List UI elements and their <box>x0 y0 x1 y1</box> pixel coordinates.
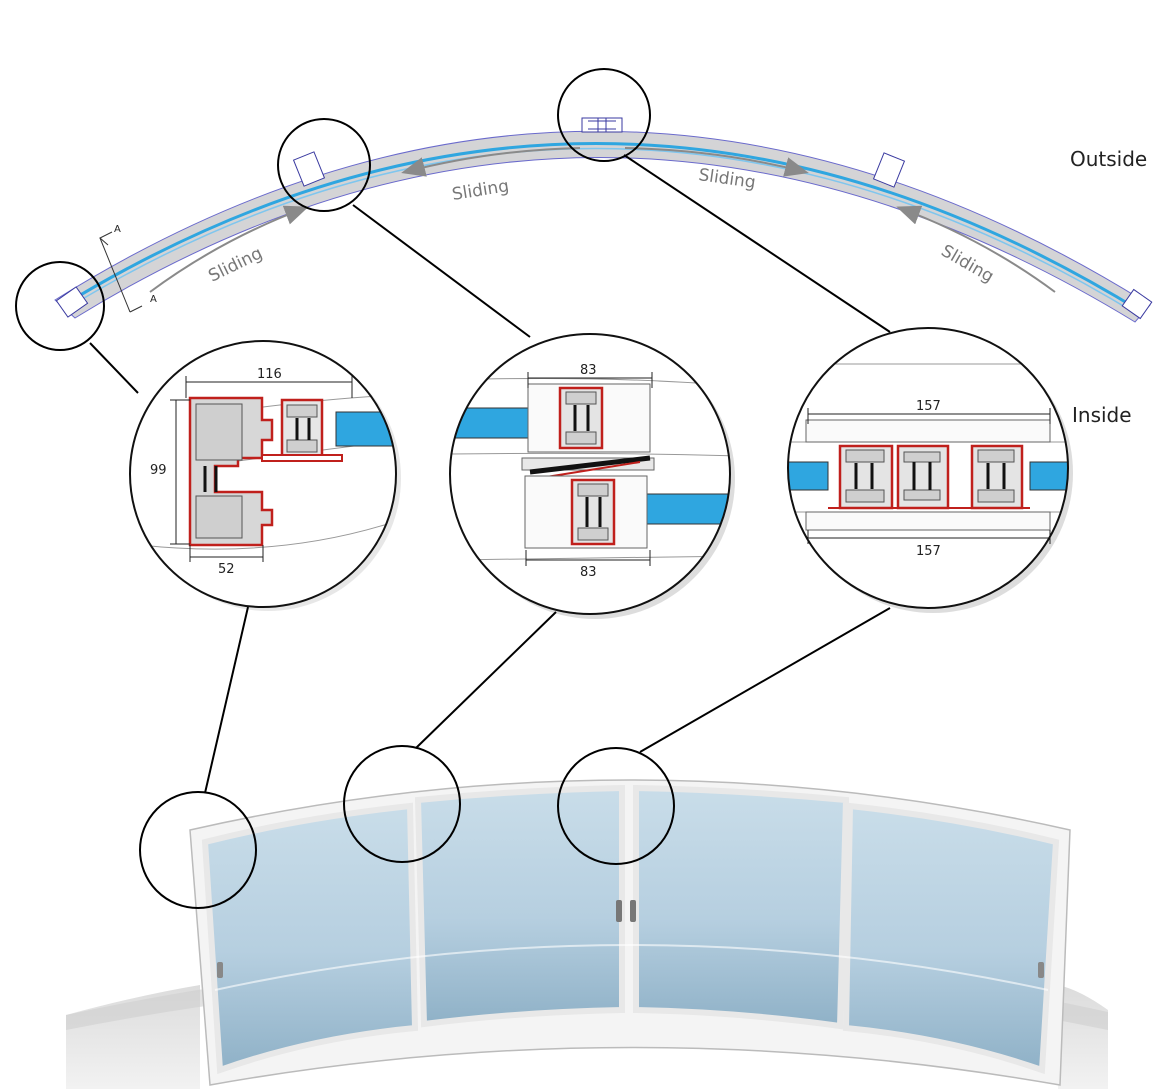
door-handle-center-left[interactable] <box>616 900 622 922</box>
section-label-bottom: A <box>150 294 157 305</box>
door-render <box>66 745 1108 1089</box>
node-right-end <box>1121 288 1153 320</box>
callout-circle-door-left <box>139 791 257 909</box>
sliding-arrow-3 <box>624 147 809 177</box>
sliding-arrow-2 <box>401 147 581 177</box>
sliding-arrow-1 <box>149 205 309 293</box>
glass-panel-3 <box>633 784 850 1030</box>
detail-center: 157 157 <box>787 327 1073 613</box>
node-center <box>581 117 623 133</box>
node-right-mid <box>872 152 906 188</box>
door-handle-right[interactable] <box>1038 962 1044 978</box>
outside-label: Outside <box>1070 147 1147 171</box>
sliding-arrow-4 <box>896 205 1056 293</box>
section-mark-a <box>99 231 143 313</box>
glass-line-outer <box>61 142 1143 314</box>
connectors-top <box>89 154 891 394</box>
corner-height-label: 99 <box>150 463 167 478</box>
inside-label: Inside <box>1072 403 1132 427</box>
glass-panel-2 <box>414 784 625 1028</box>
node-left-mid <box>292 151 326 187</box>
detail-corner: 116 99 52 <box>129 340 401 611</box>
section-label-top: A <box>114 224 121 235</box>
door-handle-center-right[interactable] <box>630 900 636 922</box>
glass-line-inner <box>63 147 1141 317</box>
overlap-top-label: 83 <box>580 363 597 378</box>
node-left-end <box>55 286 89 318</box>
door-handle-left[interactable] <box>217 962 223 978</box>
callout-circle-plan-mid <box>277 118 371 212</box>
corner-width-label: 116 <box>257 367 282 382</box>
glass-panel-1 <box>201 802 419 1075</box>
connectors-bottom <box>204 606 891 794</box>
callout-circle-door-mid <box>343 745 461 863</box>
center-top-label: 157 <box>916 399 941 414</box>
overlap-bottom-label: 83 <box>580 565 597 580</box>
glass-panel-4 <box>842 802 1060 1075</box>
callout-circle-door-center <box>557 747 675 865</box>
curved-frame-outline <box>54 130 1151 323</box>
callout-circle-plan-center <box>557 68 651 162</box>
center-bottom-label: 157 <box>916 544 941 559</box>
corner-bottom-label: 52 <box>218 562 235 577</box>
sliding-label-2: Sliding <box>451 176 511 205</box>
detail-overlap: 83 83 <box>449 333 735 619</box>
callout-circle-plan-left <box>15 261 105 351</box>
